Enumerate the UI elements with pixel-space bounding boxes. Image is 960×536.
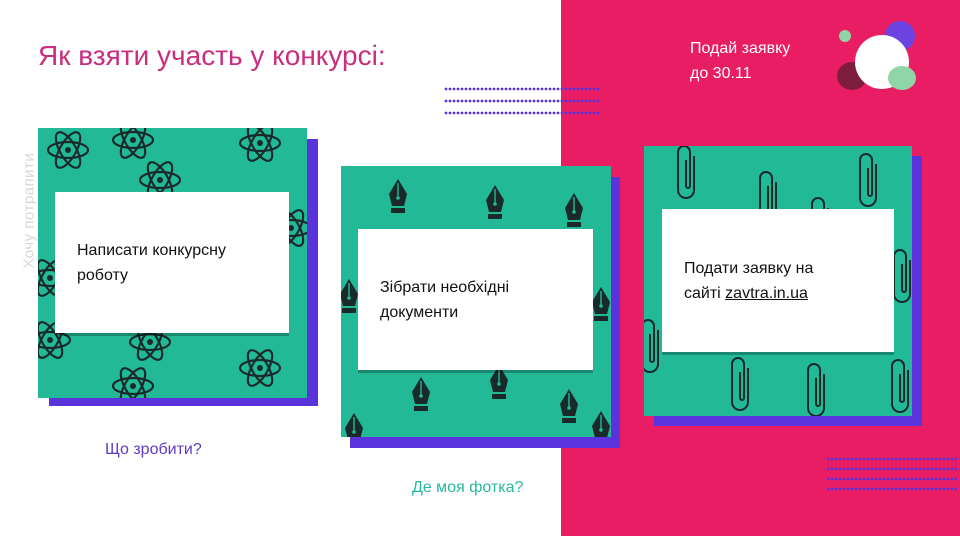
paperclip-icon	[677, 146, 695, 199]
card-3-line-1: Подати заявку на	[684, 259, 814, 277]
fountain-pen-nib-icon	[560, 389, 578, 423]
fountain-pen-nib-icon	[565, 193, 583, 227]
atom-icon	[46, 131, 90, 169]
atom-icon	[238, 128, 282, 162]
fountain-pen-nib-icon	[486, 185, 504, 219]
paperclip-icon	[807, 363, 825, 416]
card-2-caption: Де моя фотка?	[412, 479, 524, 496]
deadline-line-1: Подай заявку	[690, 40, 791, 57]
fountain-pen-nib-icon	[592, 287, 610, 321]
dots-decoration-bottom	[826, 457, 958, 491]
website-link[interactable]: zavtra.in.ua	[725, 284, 808, 302]
paperclip-icon	[859, 153, 877, 207]
fountain-pen-nib-icon	[592, 411, 610, 437]
card-2-line-2: документи	[380, 303, 459, 321]
atom-icon	[111, 367, 155, 398]
card-2-note: Зібрати необхідні документи	[358, 229, 593, 370]
card-1-note: Написати конкурсну роботу	[55, 192, 289, 333]
card-1-line-1: Написати конкурсну	[77, 241, 226, 259]
card-3-line-2-prefix: сайті	[684, 284, 726, 302]
fountain-pen-nib-icon	[341, 279, 358, 313]
card-3-note: Подати заявку на сайті zavtra.in.ua	[662, 209, 894, 352]
atom-icon	[238, 349, 282, 387]
side-label: Хочу потрапити	[20, 152, 38, 269]
brand-logo-icon	[837, 21, 916, 90]
card-3-line-2: сайті zavtra.in.ua	[684, 281, 813, 306]
atom-icon	[111, 128, 155, 159]
fountain-pen-nib-icon	[412, 377, 430, 411]
card-1-line-2: роботу	[77, 266, 129, 284]
paperclip-icon	[731, 357, 749, 411]
fountain-pen-nib-icon	[490, 365, 508, 399]
deadline-block: Подай заявку до 30.11	[690, 36, 790, 86]
card-2-line-1: Зібрати необхідні	[380, 278, 510, 296]
dots-decoration-top	[444, 87, 600, 115]
paperclip-icon	[891, 359, 909, 413]
atom-icon	[38, 321, 72, 359]
fountain-pen-nib-icon	[389, 179, 407, 213]
fountain-pen-nib-icon	[345, 413, 363, 437]
deadline-line-2: до 30.11	[690, 65, 752, 82]
paperclip-icon	[644, 319, 659, 373]
page-title: Як взяти участь у конкурсі:	[38, 40, 386, 71]
paperclip-icon	[893, 249, 911, 303]
card-1-caption: Що зробити?	[105, 441, 202, 458]
